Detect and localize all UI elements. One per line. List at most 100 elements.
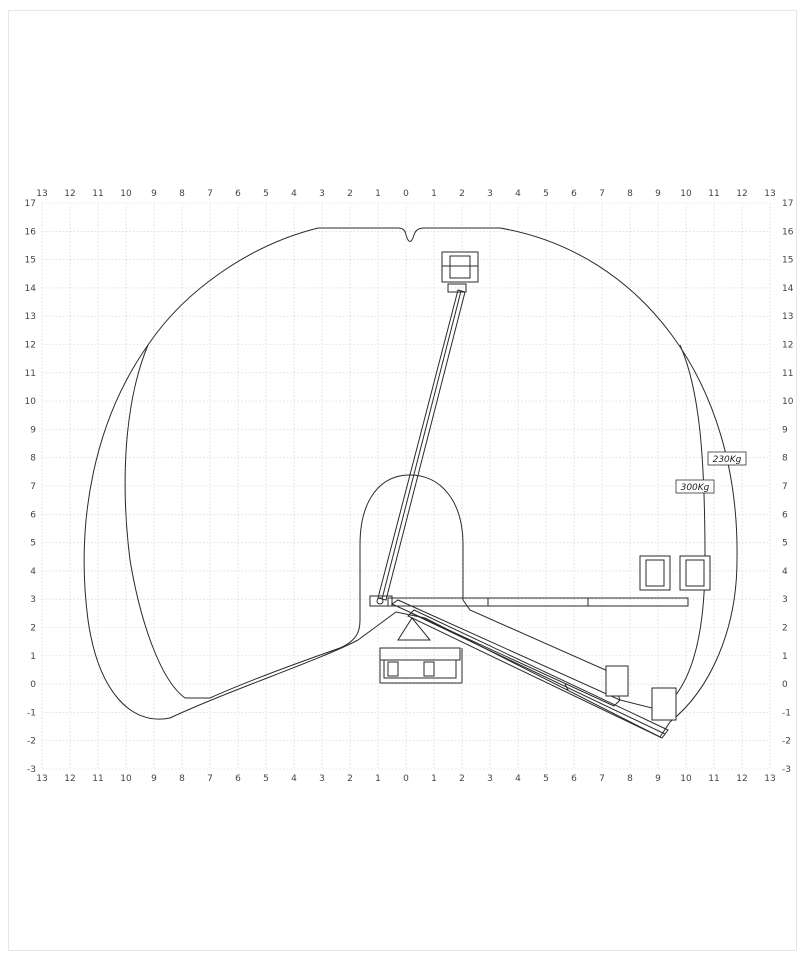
- boom-horizontal: [387, 597, 689, 607]
- envelopes: [83, 227, 738, 738]
- y-tick-label: 8: [782, 454, 788, 464]
- y-tick-label: -2: [27, 737, 36, 747]
- y-tick-label: 14: [782, 284, 794, 294]
- y-tick-label: 0: [782, 680, 788, 690]
- x-tick-label: 5: [543, 189, 549, 199]
- x-tick-label: 4: [291, 189, 297, 199]
- x-tick-label: 2: [459, 774, 465, 784]
- y-tick-label: 16: [782, 227, 794, 237]
- x-tick-label: 0: [403, 774, 409, 784]
- x-tick-label: 13: [36, 189, 47, 199]
- y-tick-label: 4: [30, 567, 36, 577]
- y-tick-label: 6: [782, 510, 788, 520]
- capacity-label-outer: 230Kg: [707, 451, 747, 466]
- x-tick-label: 7: [599, 189, 605, 199]
- x-tick-label: 5: [263, 774, 269, 784]
- x-tick-label: 1: [375, 189, 381, 199]
- basket-lowered-outer: [651, 687, 677, 721]
- x-tick-label: 8: [179, 774, 185, 784]
- y-tick-label: 3: [782, 595, 788, 605]
- y-tick-label: 13: [782, 312, 793, 322]
- x-tick-label: 3: [487, 189, 493, 199]
- x-tick-label: 9: [655, 774, 661, 784]
- x-tick-label: 11: [92, 189, 103, 199]
- y-tick-label: 6: [30, 510, 36, 520]
- inner-envelope-300kg: [124, 344, 706, 711]
- x-tick-label: 8: [179, 189, 185, 199]
- capacity-label-inner: 300Kg: [675, 479, 715, 494]
- y-tick-label: 2: [782, 624, 788, 634]
- x-tick-label: 7: [207, 774, 213, 784]
- y-tick-label: 5: [782, 539, 788, 549]
- y-tick-label: 17: [782, 199, 793, 209]
- basket-horizontal-inner: [639, 555, 671, 591]
- x-tick-label: 6: [571, 774, 577, 784]
- x-tick-label: 4: [515, 774, 521, 784]
- y-tick-label: 2: [30, 624, 36, 634]
- basket-lowered-inner: [605, 665, 629, 697]
- x-tick-label: 8: [627, 774, 633, 784]
- x-tick-label: 2: [459, 189, 465, 199]
- x-tick-label: 5: [543, 774, 549, 784]
- y-tick-label: 9: [30, 425, 36, 435]
- grid: [41, 202, 771, 770]
- x-tick-label: 11: [708, 774, 719, 784]
- x-tick-label: 12: [64, 189, 75, 199]
- x-tick-label: 3: [319, 774, 325, 784]
- x-tick-label: 10: [680, 774, 692, 784]
- page-border: [8, 10, 797, 951]
- x-tick-label: 6: [571, 189, 577, 199]
- x-tick-label: 1: [431, 189, 437, 199]
- y-tick-label: 7: [782, 482, 788, 492]
- x-tick-label: 13: [36, 774, 47, 784]
- y-tick-label: 12: [782, 341, 793, 351]
- x-tick-label: 12: [736, 774, 747, 784]
- y-tick-label: 0: [30, 680, 36, 690]
- x-tick-label: 11: [92, 774, 103, 784]
- boom-retracted: [390, 599, 621, 707]
- x-tick-label: 2: [347, 189, 353, 199]
- boom-lowered: [407, 609, 669, 739]
- x-tick-label: 7: [207, 189, 213, 199]
- x-tick-label: 4: [291, 774, 297, 784]
- y-tick-label: 15: [25, 256, 36, 266]
- y-tick-label: 13: [25, 312, 36, 322]
- y-tick-label: -1: [782, 708, 791, 718]
- x-tick-label: 4: [515, 189, 521, 199]
- outer-envelope-230kg: [83, 227, 738, 738]
- y-tick-label: 7: [30, 482, 36, 492]
- x-tick-label: 1: [375, 774, 381, 784]
- capacity-inner-text: 300Kg: [681, 483, 710, 493]
- x-tick-label: 1: [431, 774, 437, 784]
- x-tick-label: 0: [403, 189, 409, 199]
- y-tick-label: 9: [782, 425, 788, 435]
- y-tick-label: 11: [782, 369, 793, 379]
- x-tick-label: 8: [627, 189, 633, 199]
- x-tick-label: 10: [120, 189, 132, 199]
- y-tick-label: -2: [782, 737, 791, 747]
- x-tick-label: 13: [764, 774, 775, 784]
- y-tick-label: 4: [782, 567, 788, 577]
- y-tick-label: 3: [30, 595, 36, 605]
- y-tick-label: 8: [30, 454, 36, 464]
- x-tick-label: 10: [680, 189, 692, 199]
- y-tick-label: 11: [25, 369, 36, 379]
- basket-top: [441, 251, 479, 283]
- vehicle-base: [379, 617, 463, 684]
- x-tick-label: 5: [263, 189, 269, 199]
- y-tick-label: 17: [25, 199, 36, 209]
- x-tick-label: 12: [736, 189, 747, 199]
- x-tick-label: 2: [347, 774, 353, 784]
- y-tick-label: 10: [782, 397, 794, 407]
- y-tick-label: 14: [25, 284, 37, 294]
- y-tick-label: 1: [30, 652, 36, 662]
- x-tick-label: 6: [235, 774, 241, 784]
- x-tick-label: 3: [319, 189, 325, 199]
- y-tick-label: 15: [782, 256, 793, 266]
- y-tick-label: 16: [25, 227, 37, 237]
- y-tick-label: 1: [782, 652, 788, 662]
